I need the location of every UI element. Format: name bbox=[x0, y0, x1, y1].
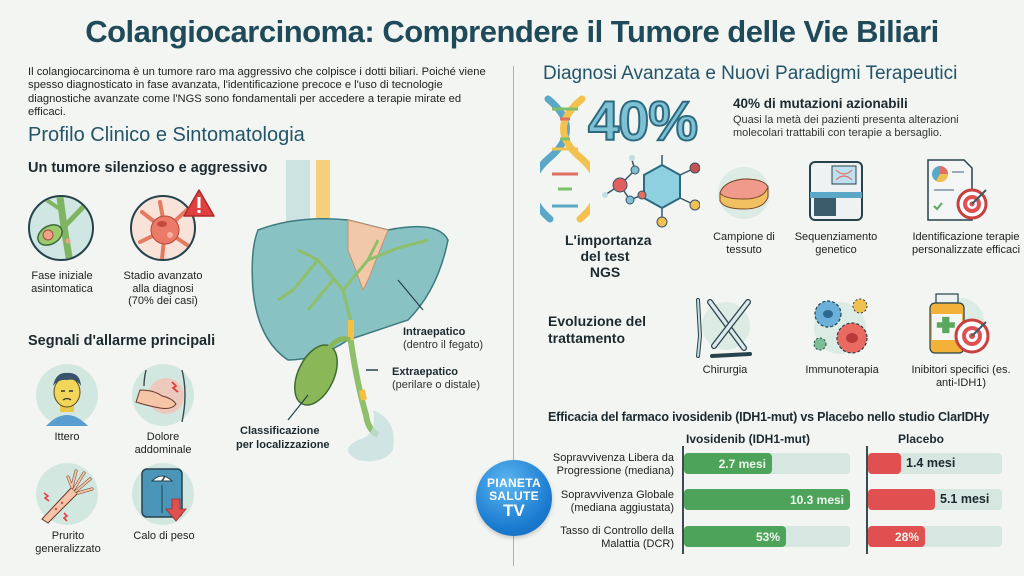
silent-caption-1: Fase iniziale asintomatica bbox=[31, 270, 93, 295]
scalpel-icon bbox=[692, 296, 754, 365]
bar-placebo-pfs-label: 1.4 mesi bbox=[906, 456, 956, 470]
gallbladder-duct-icon bbox=[28, 195, 94, 261]
warning-triangle-icon bbox=[182, 188, 216, 223]
column-divider bbox=[513, 66, 514, 566]
bar-track-ivo-pfs: 2.7 mesi bbox=[684, 453, 850, 474]
row-label-dcr: Tasso di Controllo della Malattia (DCR) bbox=[560, 525, 674, 550]
tumor-cell-warning-icon bbox=[130, 195, 196, 261]
bar-placebo-pfs bbox=[868, 453, 901, 474]
signal-caption-4: Calo di peso bbox=[133, 530, 195, 542]
intro-paragraph: Il colangiocarcinoma è un tumore raro ma… bbox=[28, 66, 486, 119]
signals-heading: Segnali d'allarme principali bbox=[28, 333, 216, 349]
signal-caption-3: Prurito generalizzato bbox=[35, 530, 101, 555]
intra-sub: (dentro il fegato) bbox=[403, 339, 484, 351]
treatment-caption-1: Chirurgia bbox=[702, 364, 748, 376]
treatment-heading: Evoluzione del trattamento bbox=[548, 313, 647, 346]
row-label-pfs: Sopravvivenza Libera da Progressione (me… bbox=[552, 452, 674, 477]
stat-title: 40% di mutazioni azionabili bbox=[733, 96, 908, 111]
silent-heading: Un tumore silenzioso e aggressivo bbox=[28, 160, 268, 176]
dna-helix-icon bbox=[528, 94, 602, 229]
left-section-title: Profilo Clinico e Sintomatologia bbox=[28, 124, 305, 146]
signal-caption-2: Dolore addominale bbox=[134, 431, 192, 456]
silent-caption-2: Stadio avanzato alla diagnosi (70% dei c… bbox=[123, 270, 203, 307]
stat-desc: Quasi la metà dei pazienti presenta alte… bbox=[733, 114, 959, 139]
itchy-arm-icon bbox=[36, 463, 98, 525]
right-section-title: Diagnosi Avanzata e Nuovi Paradigmi Tera… bbox=[543, 63, 958, 84]
bar-track-placebo-pfs: 1.4 mesi bbox=[868, 453, 1002, 474]
ngs-label: L'importanza del test NGS bbox=[565, 232, 652, 280]
weight-scale-down-icon bbox=[132, 463, 194, 525]
axis-ivosidenib bbox=[682, 446, 684, 554]
ngs-label-line-1: L'importanza bbox=[565, 232, 652, 248]
pill-bottle-target-icon bbox=[926, 292, 992, 363]
bar-track-ivo-os: 10.3 mesi bbox=[684, 489, 850, 510]
bar-ivo-pfs: 2.7 mesi bbox=[684, 453, 772, 474]
treatment-caption-2: Immunoterapia bbox=[805, 364, 879, 376]
immune-cells-icon bbox=[806, 294, 874, 365]
classification-line-1: Classificazione bbox=[240, 425, 320, 437]
legend-placebo: Placebo bbox=[897, 432, 945, 446]
page-title: Colangiocarcinoma: Comprendere il Tumore… bbox=[85, 14, 939, 49]
bar-placebo-dcr: 28% bbox=[868, 526, 925, 547]
big-stat: 40% bbox=[587, 88, 699, 153]
tissue-sample-icon bbox=[714, 165, 774, 226]
extra-title: Extraepatico bbox=[392, 366, 459, 378]
ngs-label-line-2: del test NGS bbox=[580, 248, 630, 280]
report-target-icon bbox=[924, 158, 990, 229]
ngs-step-caption-3: Identificazione terapie personalizzate e… bbox=[911, 231, 1021, 256]
liver-illustration bbox=[238, 160, 478, 470]
bar-track-placebo-dcr: 28% bbox=[868, 526, 1002, 547]
bar-ivo-os: 10.3 mesi bbox=[684, 489, 850, 510]
extra-sub: (perilare o distale) bbox=[392, 379, 481, 391]
ngs-step-caption-1: Campione di tessuto bbox=[713, 231, 775, 256]
classification-line-2: per localizzazione bbox=[236, 439, 330, 451]
signal-caption-1: Ittero bbox=[54, 431, 80, 443]
intra-title: Intraepatico bbox=[403, 326, 466, 338]
treatment-caption-3: Inibitori specifici (es. anti-IDH1) bbox=[911, 364, 1011, 389]
bar-placebo-os-label: 5.1 mesi bbox=[940, 492, 990, 506]
legend-ivosidenib: Ivosidenib (IDH1-mut) bbox=[685, 432, 810, 446]
axis-placebo bbox=[866, 446, 868, 554]
bar-ivo-dcr: 53% bbox=[684, 526, 786, 547]
bar-placebo-os bbox=[868, 489, 935, 510]
ngs-step-caption-2: Sequenziamento genetico bbox=[794, 231, 878, 256]
bar-track-ivo-dcr: 53% bbox=[684, 526, 850, 547]
sequencer-icon bbox=[808, 158, 864, 229]
row-label-os: Sopravvivenza Globale (mediana aggiustat… bbox=[560, 489, 674, 514]
molecule-icon bbox=[600, 150, 701, 235]
bar-track-placebo-os: 5.1 mesi bbox=[868, 489, 1002, 510]
abdominal-pain-icon bbox=[132, 364, 194, 426]
chart-title: Efficacia del farmaco ivosidenib (IDH1-m… bbox=[548, 410, 990, 424]
pianeta-salute-tv-logo: PIANETA SALUTE TV bbox=[476, 460, 552, 536]
jaundice-face-icon bbox=[36, 364, 98, 426]
